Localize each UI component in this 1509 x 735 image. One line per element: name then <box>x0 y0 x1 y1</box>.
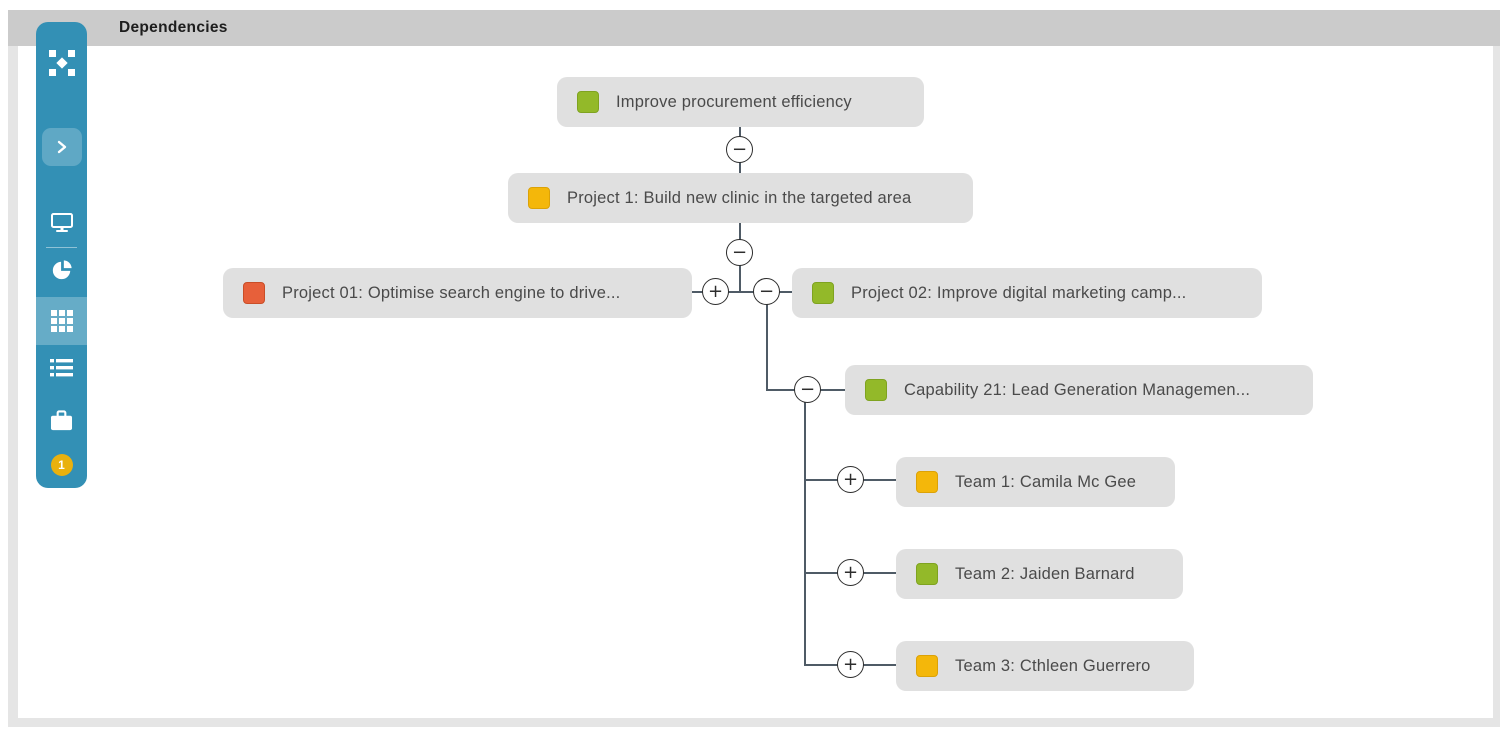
node-project-01[interactable]: Project 01: Optimise search engine to dr… <box>223 268 692 318</box>
status-square <box>812 282 834 304</box>
status-square <box>916 471 938 493</box>
status-square <box>577 91 599 113</box>
node-team-3[interactable]: Team 3: Cthleen Guerrero <box>896 641 1194 691</box>
list-icon <box>50 359 73 377</box>
node-label: Team 2: Jaiden Barnard <box>955 564 1135 583</box>
collapse-toggle[interactable]: − <box>726 136 753 163</box>
node-label: Capability 21: Lead Generation Managemen… <box>904 380 1251 399</box>
node-capability-21[interactable]: Capability 21: Lead Generation Managemen… <box>845 365 1313 415</box>
briefcase-icon <box>50 410 73 431</box>
node-label: Project 1: Build new clinic in the targe… <box>567 188 912 207</box>
sidebar-item-pie-chart[interactable] <box>36 259 87 281</box>
sidebar-item-list[interactable] <box>36 358 87 378</box>
sidebar-item-grid[interactable] <box>36 310 87 332</box>
connector-line <box>804 402 806 666</box>
monitor-icon <box>50 213 73 232</box>
status-square <box>916 655 938 677</box>
node-label: Project 02: Improve digital marketing ca… <box>851 283 1187 302</box>
app-logo-icon <box>48 50 75 76</box>
expand-toggle[interactable]: + <box>837 466 864 493</box>
node-label: Team 3: Cthleen Guerrero <box>955 656 1151 675</box>
expand-toggle[interactable]: + <box>702 278 729 305</box>
node-improve-procurement[interactable]: Improve procurement efficiency <box>557 77 924 127</box>
status-square <box>243 282 265 304</box>
node-label: Team 1: Camila Mc Gee <box>955 472 1137 491</box>
node-project-02[interactable]: Project 02: Improve digital marketing ca… <box>792 268 1262 318</box>
grid-icon <box>50 310 73 332</box>
node-team-1[interactable]: Team 1: Camila Mc Gee <box>896 457 1175 507</box>
pie-chart-icon <box>52 260 72 280</box>
status-square <box>916 563 938 585</box>
frame-left <box>8 46 18 727</box>
expand-toggle[interactable]: + <box>837 651 864 678</box>
status-square <box>528 187 550 209</box>
page-title: Dependencies <box>119 19 228 36</box>
frame-bottom <box>8 718 1500 727</box>
collapse-toggle[interactable]: − <box>794 376 821 403</box>
frame-right <box>1493 46 1500 727</box>
header-bar: Dependencies <box>8 10 1500 46</box>
node-label: Project 01: Optimise search engine to dr… <box>282 283 621 302</box>
notification-badge[interactable]: 1 <box>50 454 73 476</box>
node-label: Improve procurement efficiency <box>616 92 852 111</box>
collapse-toggle[interactable]: − <box>726 239 753 266</box>
status-square <box>865 379 887 401</box>
connector-line <box>692 291 792 293</box>
node-team-2[interactable]: Team 2: Jaiden Barnard <box>896 549 1183 599</box>
app-logo[interactable] <box>36 50 87 76</box>
connector-line <box>766 292 768 390</box>
expand-sidebar-button[interactable] <box>41 128 82 166</box>
sidebar-item-monitor[interactable] <box>36 210 87 234</box>
notification-badge-wrap[interactable]: 1 <box>36 454 87 476</box>
expand-toggle[interactable]: + <box>837 559 864 586</box>
sidebar-item-briefcase[interactable] <box>36 410 87 432</box>
node-project-1[interactable]: Project 1: Build new clinic in the targe… <box>508 173 973 223</box>
chevron-right-icon <box>57 140 66 154</box>
sidebar-divider <box>46 247 77 248</box>
sidebar: 1 <box>36 22 87 488</box>
collapse-toggle[interactable]: − <box>753 278 780 305</box>
